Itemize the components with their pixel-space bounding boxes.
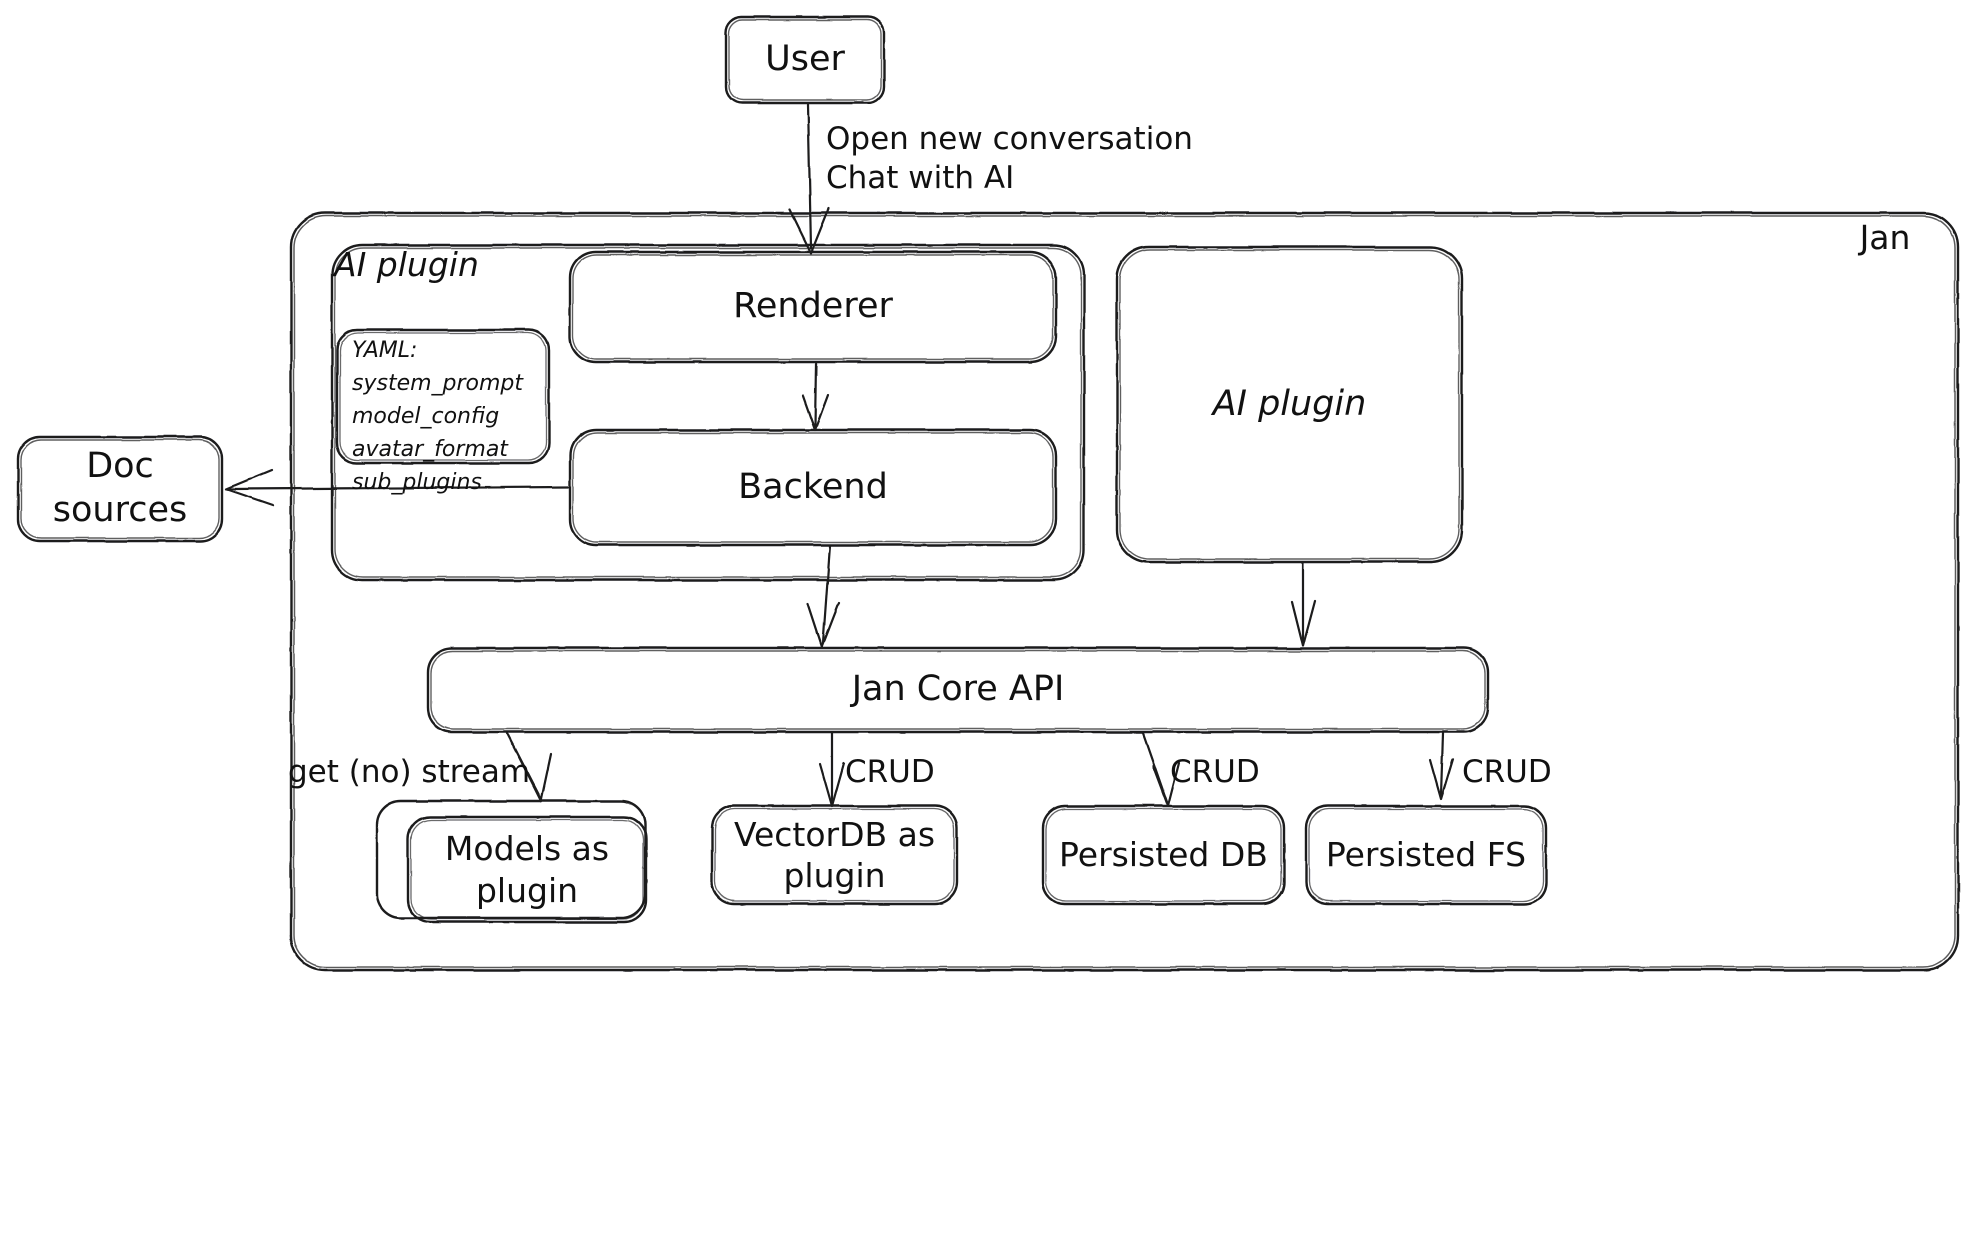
node-renderer[interactable] xyxy=(568,250,1058,364)
node-doc-sources[interactable] xyxy=(16,435,224,543)
node-persisted-db[interactable] xyxy=(1041,804,1286,906)
edge-backend-to-doc-sources xyxy=(224,468,570,507)
edge-ai-plugin-to-jan-core-api xyxy=(1290,561,1317,648)
node-vectordb-as-plugin[interactable] xyxy=(710,804,959,906)
node-jan-core-api[interactable] xyxy=(426,646,1490,734)
container-ai-plugin-group xyxy=(330,243,1086,582)
node-ai-plugin-box[interactable] xyxy=(1115,245,1464,564)
node-models-as-plugin[interactable] xyxy=(375,799,648,924)
node-yaml-card xyxy=(335,328,551,465)
edge-user-to-renderer xyxy=(788,102,831,255)
node-persisted-fs[interactable] xyxy=(1304,804,1548,906)
container-jan xyxy=(289,211,1960,972)
node-backend[interactable] xyxy=(568,428,1058,547)
edge-renderer-to-backend xyxy=(801,362,830,432)
node-user[interactable] xyxy=(724,15,886,105)
edge-jan-core-api-to-vectordb xyxy=(818,731,846,808)
edge-jan-core-api-to-persisted-db xyxy=(1141,731,1181,808)
edge-backend-to-jan-core-api xyxy=(806,544,841,649)
edge-jan-core-api-to-models xyxy=(505,731,553,803)
edge-jan-core-api-to-persisted-fs xyxy=(1428,731,1455,801)
